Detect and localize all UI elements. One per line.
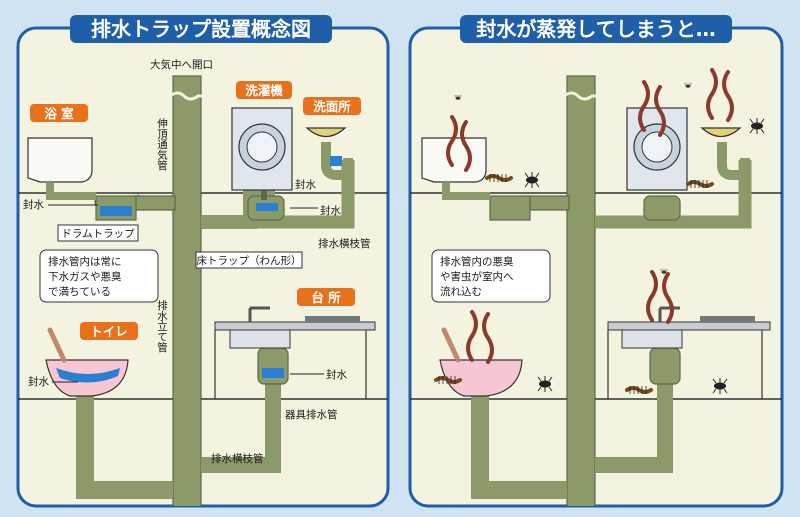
- label-seal-kitchen: 封水: [326, 368, 347, 381]
- odor-wisps: [446, 68, 734, 364]
- right-note-box: [431, 249, 551, 303]
- label-seal-washer: 封水: [295, 178, 316, 191]
- label-branch-upper: 排水横枝管: [318, 237, 371, 250]
- right-note-line-2: や害虫が室内へ: [440, 270, 514, 283]
- right-note-line-1: 排水管内の悪臭: [440, 255, 514, 268]
- label-seal-toilet: 封水: [28, 375, 49, 388]
- label-drum-trap: ドラムトラップ: [61, 228, 135, 240]
- left-title: 排水トラップ設置概念図: [91, 17, 311, 41]
- left-note-box: [39, 249, 159, 303]
- tag-bath: 浴 室: [44, 106, 74, 121]
- stack-label: 排水立て管: [156, 299, 168, 353]
- right-title-box: [460, 15, 732, 43]
- vent-pipe-label: 伸頂通気管: [156, 118, 168, 171]
- bathtub: [27, 137, 93, 183]
- washbasin: [305, 127, 347, 138]
- tag-kitchen: 台 所: [311, 290, 341, 305]
- kitchen-sink: [229, 329, 291, 349]
- vent-label: 大気中へ開口: [150, 58, 213, 71]
- right-note-line-3: 流れ込む: [440, 285, 482, 298]
- tag-sink: 洗面所: [313, 99, 351, 114]
- tag-toilet: トイレ: [90, 324, 128, 339]
- tag-washer: 洗濯機: [245, 83, 283, 98]
- left-note-line-2: 下水ガスや悪臭: [48, 270, 122, 283]
- label-branch-lower: 排水横枝管: [211, 452, 264, 465]
- label-floor-trap: 床トラップ（わん形）: [197, 254, 302, 267]
- label-seal-bath: 封水: [23, 198, 44, 211]
- drain-stack: [172, 75, 202, 506]
- left-note-line-1: 排水管内は常に: [48, 255, 122, 268]
- label-appliance-pipe: 器具排水管: [285, 408, 338, 421]
- left-note-line-3: で満ちている: [48, 286, 111, 298]
- label-seal-floor: 封水: [320, 204, 341, 217]
- left-title-box: [70, 15, 332, 43]
- right-title: 封水が蒸発してしまうと…: [476, 17, 715, 41]
